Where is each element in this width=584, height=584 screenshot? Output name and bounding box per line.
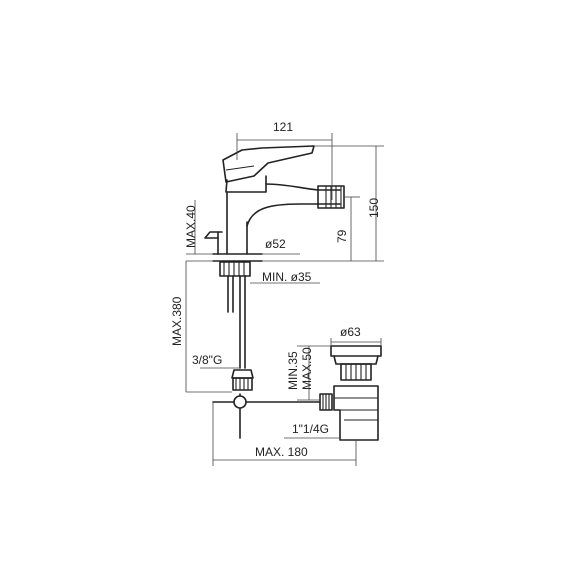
dimension-lines [185,133,384,466]
label-waste-diameter: ø63 [340,325,361,339]
mounting-nut [219,261,251,277]
label-body-diameter: ø52 [265,237,286,251]
label-waste-thread: 1"1/4G [292,422,329,436]
dimension-labels: 121 150 79 MAX.40 ø52 MIN. ø35 MAX.380 3… [170,120,381,459]
spout-top [265,183,341,191]
lever-handle [222,145,315,183]
label-waste-min: MIN.35 [286,351,300,390]
waste-flange-skirt [333,355,379,365]
label-total-height: 150 [367,198,381,218]
label-hose-length: MAX.380 [170,296,184,346]
label-waste-max: MAX.50 [300,347,314,390]
label-outlet-height: 79 [335,229,349,243]
hose-fitting [231,369,254,379]
handle-split-line [225,165,255,171]
label-deck-thickness: MAX.40 [184,205,198,248]
waste-assembly [330,345,382,441]
label-hose-thread: 3/8"G [192,353,222,367]
label-rod-length: MAX. 180 [255,445,308,459]
waste-flange [330,345,382,357]
hose-nut [232,377,253,391]
spout-bottom [246,203,341,227]
rod-clamp [233,395,247,409]
popup-knob [204,231,223,239]
waste-body [333,385,379,441]
mixer-body [204,145,345,391]
label-hole-diameter: MIN. ø35 [262,270,312,284]
popup-linkage [212,393,333,439]
label-spout-length: 121 [273,120,293,134]
